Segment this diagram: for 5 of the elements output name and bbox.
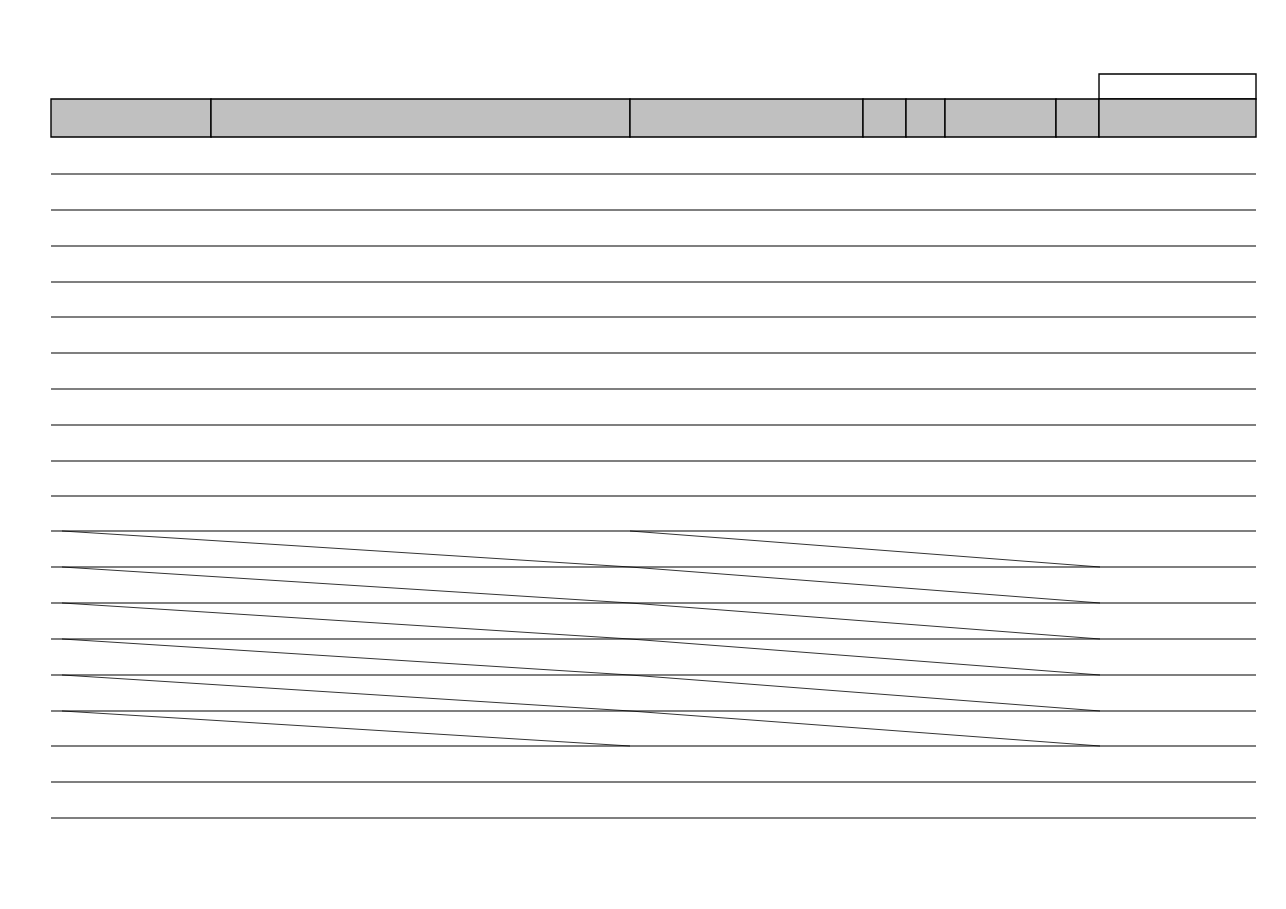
header-cell (1055, 98, 1100, 138)
header-cell (862, 98, 907, 138)
header-cell (50, 98, 212, 138)
header-cell (905, 98, 946, 138)
blank-box (1098, 73, 1257, 100)
